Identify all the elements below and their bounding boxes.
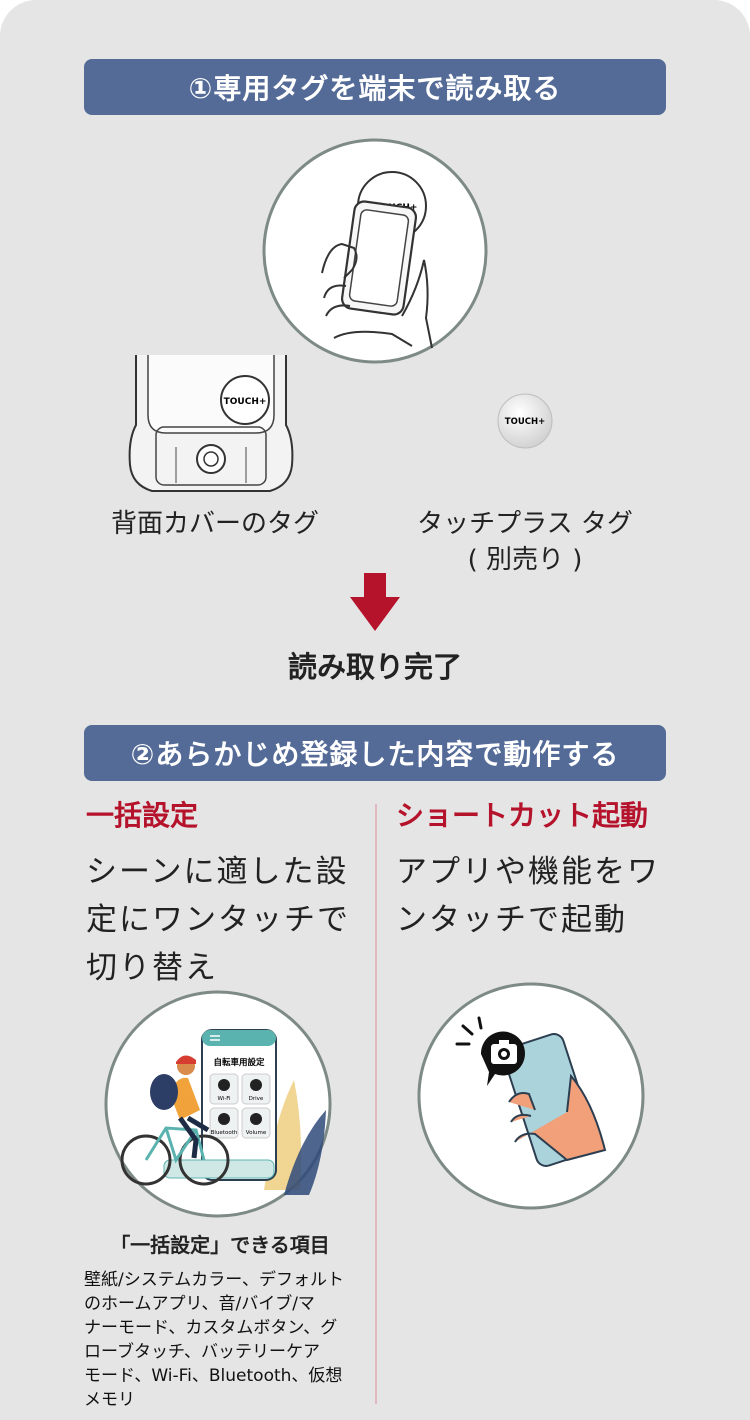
bulk-items-list: 壁紙/システムカラー、デフォルト のホームアプリ、音/バイブ/マ ナーモード、カ… bbox=[84, 1268, 374, 1412]
description-line: シーンに適した設 bbox=[86, 854, 349, 890]
shortcut-camera-illustration bbox=[417, 982, 645, 1210]
touchplus-tag-icon: TOUCH+ bbox=[497, 393, 553, 449]
items-line: のホームアプリ、音/バイブ/マ bbox=[84, 1294, 315, 1314]
down-arrow-icon bbox=[350, 573, 400, 631]
bulk-settings-heading: 一括設定 bbox=[86, 799, 199, 832]
items-line: ナーモード、カスタムボタン、グ bbox=[84, 1318, 338, 1338]
section1-banner: ①専用タグを端末で読み取る bbox=[84, 59, 666, 115]
tile-drive: Drive bbox=[249, 1096, 264, 1102]
tag-text-standalone: TOUCH+ bbox=[505, 417, 545, 427]
bulk-settings-description: シーンに適した設 定にワンタッチで 切り替え bbox=[86, 848, 350, 992]
shortcut-launch-heading: ショートカット起動 bbox=[396, 799, 649, 832]
description-line: 定にワンタッチで bbox=[86, 902, 350, 938]
cyclist-phone-illustration: 自転車用設定 Wi-Fi Drive Bluetooth Volume bbox=[104, 990, 332, 1218]
reading-complete-label: 読み取り完了 bbox=[287, 650, 462, 684]
hand-phone-scan-illustration: TOUCH+ bbox=[262, 138, 488, 364]
description-line: ンタッチで起動 bbox=[396, 902, 627, 938]
items-line: メモリ bbox=[84, 1390, 135, 1410]
items-line: ローブタッチ、バッテリーケア bbox=[84, 1342, 320, 1362]
section2-title: ②あらかじめ登録した内容で動作する bbox=[130, 738, 620, 771]
description-line: 切り替え bbox=[86, 950, 218, 986]
items-line: 壁紙/システムカラー、デフォルト bbox=[84, 1270, 345, 1290]
column-divider bbox=[375, 804, 377, 1404]
tag-text-back: TOUCH+ bbox=[224, 397, 267, 407]
bulk-items-heading: 「一括設定」できる項目 bbox=[110, 1233, 330, 1257]
touchplus-tag-note: ( 別売り ) bbox=[467, 545, 583, 575]
shortcut-launch-description: アプリや機能をワ ンタッチで起動 bbox=[396, 848, 660, 944]
section2-banner: ②あらかじめ登録した内容で動作する bbox=[84, 725, 666, 781]
back-cover-tag-label: 背面カバーのタグ bbox=[110, 509, 319, 539]
section1-title: ①専用タグを端末で読み取る bbox=[188, 72, 562, 105]
phone-screen-title: 自転車用設定 bbox=[213, 1057, 265, 1068]
touchplus-tag-label: タッチプラス タグ bbox=[417, 509, 633, 539]
tile-bluetooth: Bluetooth bbox=[211, 1130, 238, 1136]
tile-wifi: Wi-Fi bbox=[217, 1096, 231, 1102]
items-line: モード、Wi-Fi、Bluetooth、仮想 bbox=[84, 1366, 343, 1386]
back-cover-device: TOUCH+ bbox=[128, 355, 294, 492]
description-line: アプリや機能をワ bbox=[396, 854, 660, 890]
tile-volume: Volume bbox=[246, 1130, 267, 1136]
